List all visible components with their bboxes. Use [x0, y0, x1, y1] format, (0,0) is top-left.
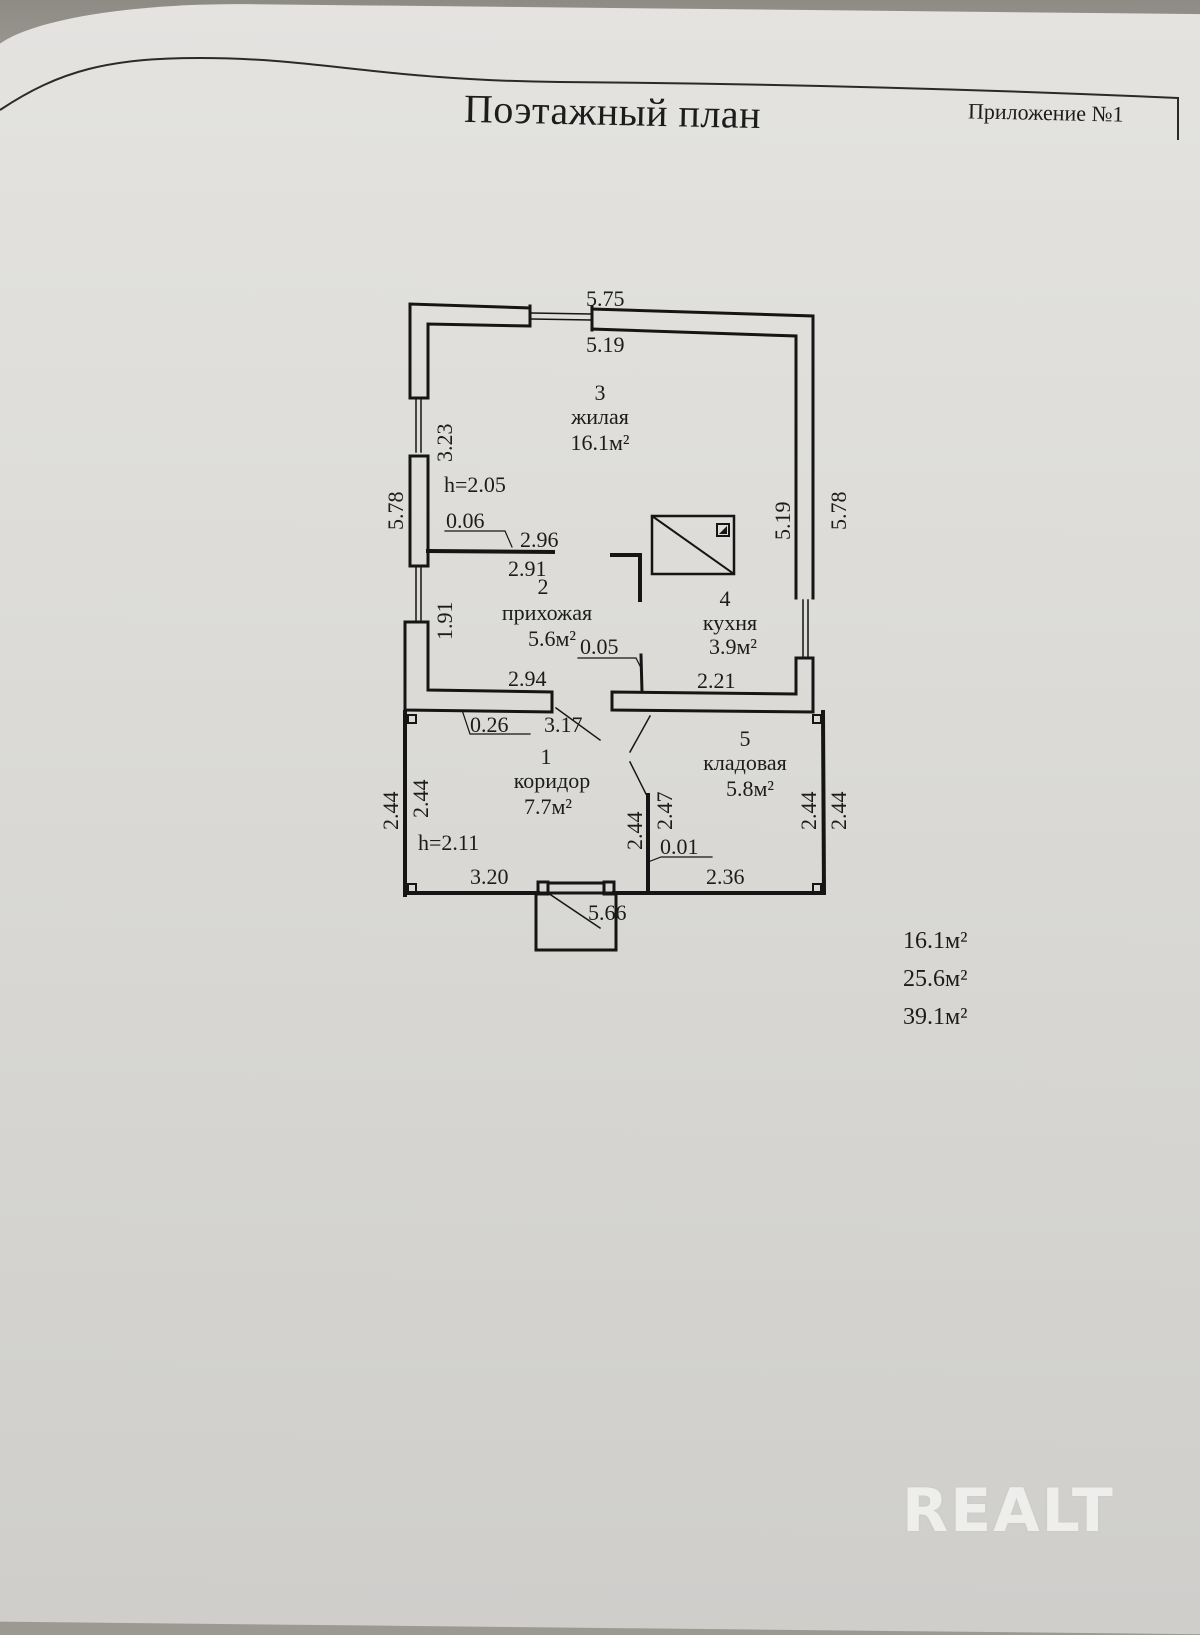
- dim-right-outer: 5.78: [826, 492, 851, 531]
- dim-partition-upper: 2.96: [520, 527, 559, 552]
- dim-room4-bottom: 2.21: [697, 668, 736, 693]
- room-3-name: жилая: [570, 404, 629, 429]
- room-5-number: 5: [740, 726, 751, 751]
- room-5-name: кладовая: [703, 750, 787, 775]
- area-totals: 16.1м² 25.6м² 39.1м²: [903, 922, 967, 1036]
- chimney-icon: [716, 523, 730, 537]
- dim-corridor-right: 2.44: [622, 812, 647, 851]
- room-1-area: 7.7м²: [524, 794, 572, 819]
- dim-partition-thickness-2: 0.05: [580, 634, 619, 659]
- dim-left-inner-lower: 2.44: [408, 780, 433, 819]
- room-1-name: коридор: [514, 768, 591, 793]
- dim-corridor-top: 3.17: [544, 712, 583, 737]
- room-4-area: 3.9м²: [709, 634, 757, 659]
- wall-top-left-outer: [408, 302, 532, 400]
- wall-top-left-inner: [426, 322, 532, 400]
- porch: [534, 891, 618, 952]
- dim-pantry-right-outer: 2.44: [826, 792, 851, 831]
- room-2-area: 5.6м²: [528, 626, 576, 651]
- window-top: [531, 312, 591, 315]
- total-auxiliary-area: 25.6м²: [903, 966, 968, 992]
- realt-watermark-logo: REALT: [902, 1476, 1115, 1546]
- dim-left-inner-room2: 1.91: [432, 602, 457, 641]
- partition-kitchen: [610, 553, 642, 602]
- room-3-height: h=2.05: [444, 472, 506, 497]
- walls: [403, 302, 827, 952]
- wall-top-right-inner: [590, 327, 798, 600]
- room-5-area: 5.8м²: [726, 776, 774, 801]
- dim-top-outer: 5.75: [586, 286, 625, 311]
- dim-pantry-bottom: 2.36: [706, 864, 745, 889]
- dim-pantry-right-inner: 2.44: [796, 792, 821, 831]
- dim-left-outer-upper: 5.78: [383, 492, 408, 531]
- dim-right-inner: 5.19: [770, 502, 795, 541]
- wall-lower-right: [820, 709, 827, 896]
- dim-pantry-thickness: 0.01: [660, 834, 699, 859]
- room-1-number: 1: [541, 744, 552, 769]
- room-1-height: h=2.11: [418, 830, 479, 855]
- dim-left-inner-room3: 3.23: [432, 424, 457, 463]
- room-2-name: прихожая: [502, 600, 592, 625]
- door-swing-2: [628, 714, 652, 754]
- room-3-area: 16.1м²: [570, 430, 629, 455]
- door-swing-1: [554, 706, 602, 742]
- room-4-name: кухня: [703, 610, 757, 635]
- dim-corridor-thickness: 0.26: [470, 712, 509, 737]
- total-living-area: 16.1м²: [903, 928, 968, 954]
- floor-plan: 3 жилая 16.1м² 2 прихожая 5.6м² 4 кухня …: [0, 56, 1179, 952]
- room-3-number: 3: [595, 380, 606, 405]
- dim-partition-thickness-1: 0.06: [446, 508, 485, 533]
- dim-room2-bottom: 2.94: [508, 666, 547, 691]
- total-area: 39.1м²: [903, 1004, 968, 1030]
- wall-top-right-outer: [590, 307, 815, 600]
- stove: [650, 514, 736, 576]
- partition-3-2: [425, 548, 556, 555]
- dim-corridor-bottom: 3.20: [470, 864, 509, 889]
- dim-left-outer-lower: 2.44: [378, 792, 403, 831]
- page-border: [0, 56, 1179, 140]
- dim-bottom-outer: 5.66: [588, 900, 627, 925]
- room-2-number: 2: [538, 574, 549, 599]
- dim-pantry-left: 2.47: [652, 792, 677, 831]
- room-4-number: 4: [720, 586, 731, 611]
- dim-partition-lower: 2.91: [508, 556, 547, 581]
- dim-top-inner: 5.19: [586, 332, 625, 357]
